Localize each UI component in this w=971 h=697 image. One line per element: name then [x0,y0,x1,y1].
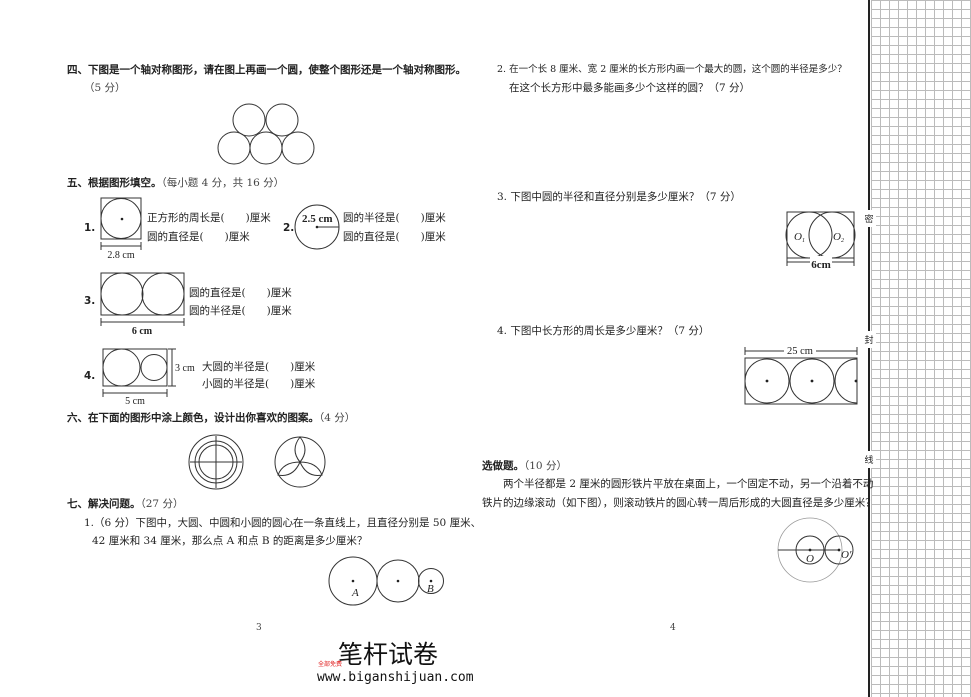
coloring-patterns-figure [188,434,326,490]
section4-score: （5 分） [84,82,126,94]
q3-line1: 圆的直径是( )厘米 [189,287,292,299]
optional-line2: 铁片的边缘滚动（如下图），则滚动铁片的圆心转一周后形成的大圆直径是多少厘米？ [482,497,876,509]
section6-score: （4 分） [319,412,356,424]
binding-line [868,0,870,697]
seal-label-feng: 封 [862,331,876,348]
svg-text:O1: O1 [794,231,805,244]
q4-line2: 小圆的半径是( )厘米 [202,378,316,390]
section6-title: 六、在下面的图形中涂上颜色，设计出你喜欢的图案。（4 分） [67,412,356,424]
overlapping-circles-figure: O1 O2 6cm [785,211,856,271]
q1-number: 1. [84,222,96,234]
page-number-right: 4 [670,623,676,633]
seal-label-xian: 线 [862,451,876,468]
r-q2-line2: 在这个长方形中最多能画多少个这样的圆？（7 分） [509,82,751,94]
q4-height-label: 3 cm [175,363,195,374]
watermark-url[interactable]: www.biganshijuan.com [317,670,474,685]
section7-score: （27 分） [140,498,184,510]
five-circles-figure [217,103,315,165]
radius-circle-figure: 2.5 cm [294,204,340,250]
section4-title: 四、下图是一个轴对称图形，请在图上再画一个圆，使整个图形还是一个轴对称图形。 [67,64,466,76]
section7-title: 七、解决问题。（27 分） [67,498,184,510]
o1-label: O [794,231,802,243]
section5-title: 五、根据图形填空。（每小题 4 分，共 16 分） [67,177,285,189]
r-q3-title: 3. 下图中圆的半径和直径分别是多少厘米？（7 分） [497,191,741,203]
q3-dimension-label: 6 cm [132,326,153,337]
point-a-label: A [351,587,359,599]
q1-dimension-label: 2.8 cm [107,250,134,261]
s7-q1-line2: 42 厘米和 34 厘米，那么点 A 和点 B 的距离是多少厘米？ [92,535,368,547]
r-q4-dimension: 25 cm [787,346,813,357]
three-circles-rect-figure: 25 cm [744,345,858,405]
watermark-tag: 全部免费 [318,661,343,668]
s7-q1-line1: 1.（6 分）下图中，大圆、中圆和小圆的圆心在一条直线上，且直径分别是 50 厘… [84,517,482,529]
o2-label: O [833,231,841,243]
q2-radius-label: 2.5 cm [302,213,333,225]
q3-line2: 圆的半径是( )厘米 [189,305,292,317]
r-q2-line1: 2. 在一个长 8 厘米、宽 2 厘米的长方形内画一个最大的圆，这个圆的半径是多… [497,64,847,75]
square-circle-figure: 2.8 cm [100,197,142,261]
seal-label-mi: 密 [862,210,876,227]
o-prime-label: O′ [841,549,852,561]
q1-line1: 正方形的周长是( )厘米 [147,212,271,224]
watermark-brand: 笔杆试卷 [338,640,439,669]
point-b-label: B [427,583,434,595]
grid-margin [871,0,971,697]
o1-subscript: 1 [802,238,805,244]
optional-score: （10 分） [524,460,567,472]
big-small-circles-figure: 3 cm 5 cm [102,348,195,407]
q4-number: 4. [84,370,96,382]
section5-score: （每小题 4 分，共 16 分） [161,177,285,189]
two-circles-rect-figure: 6 cm [100,272,185,337]
q2-number: 2. [283,222,295,234]
q4-width-label: 5 cm [125,396,145,407]
svg-text:O2: O2 [833,231,844,244]
o2-subscript: 2 [841,238,844,244]
o-label: O [806,553,814,565]
q2-line2: 圆的直径是( )厘米 [343,231,446,243]
page-number-left: 3 [256,623,262,633]
r-q4-title: 4. 下图中长方形的周长是多少厘米？（7 分） [497,325,710,337]
optional-line1: 两个半径都是 2 厘米的圆形铁片平放在桌面上，一个固定不动，另一个沿着不动 [503,478,874,490]
q4-line1: 大圆的半径是( )厘米 [202,361,316,373]
r-q3-dimension: 6cm [811,259,831,271]
q3-number: 3. [84,295,96,307]
optional-title: 选做题。（10 分） [482,460,567,472]
three-circles-ab-figure: A B [328,556,444,606]
q1-line2: 圆的直径是( )厘米 [147,231,250,243]
q2-line1: 圆的半径是( )厘米 [343,212,446,224]
rolling-circles-figure: O O′ [777,517,854,583]
